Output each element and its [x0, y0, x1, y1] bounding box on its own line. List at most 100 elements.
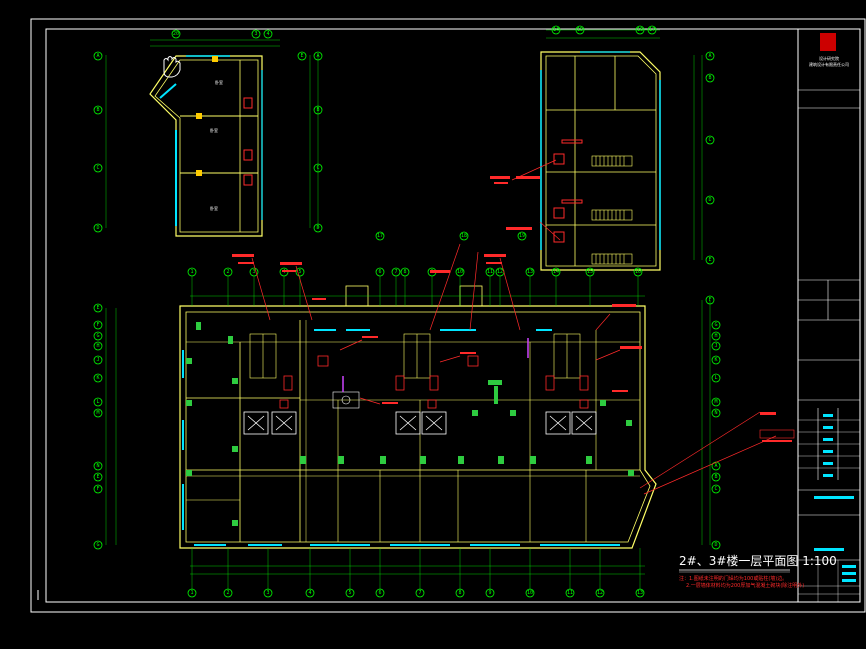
main-floor-plan: [179, 285, 657, 549]
svg-text:13: 13: [527, 269, 533, 275]
svg-text:1: 1: [190, 269, 193, 275]
svg-text:G: G: [714, 322, 717, 328]
drawing-note-1: 注：1.图纸未注明的门垛均为100或贴柱(墙)边。: [679, 575, 787, 582]
svg-text:3: 3: [252, 269, 255, 275]
svg-text:10: 10: [457, 269, 463, 275]
svg-text:H: H: [714, 333, 717, 339]
svg-text:N: N: [96, 463, 99, 469]
svg-text:A: A: [708, 53, 711, 59]
drawing-title: 2#、3#楼一层平面图 1:100: [679, 553, 837, 568]
svg-text:C: C: [708, 137, 711, 143]
svg-text:M: M: [96, 410, 99, 416]
upper-right-wing-plan: [540, 29, 661, 271]
svg-text:6: 6: [378, 269, 381, 275]
svg-text:J: J: [96, 357, 99, 363]
svg-text:B: B: [316, 107, 319, 113]
svg-text:E: E: [300, 53, 303, 59]
axis-bubbles-top: 1 2 3 4 5 6 7 8 9 10 11 12 13 14 15 16 1…: [171, 25, 657, 277]
svg-text:12: 12: [597, 590, 603, 596]
svg-text:20: 20: [173, 31, 179, 37]
title-block: 设计研究院 建筑设计有限责任公司: [797, 28, 861, 603]
svg-text:C: C: [714, 486, 717, 492]
svg-text:7: 7: [418, 590, 421, 596]
svg-text:16: 16: [635, 269, 641, 275]
svg-text:F: F: [708, 297, 711, 303]
svg-text:15: 15: [587, 269, 593, 275]
svg-text:3: 3: [266, 590, 269, 596]
svg-text:A: A: [714, 463, 717, 469]
company-seal-icon: [820, 33, 836, 51]
svg-text:K: K: [96, 375, 99, 381]
svg-text:卧室: 卧室: [210, 205, 218, 211]
svg-text:卧室: 卧室: [210, 127, 218, 133]
svg-text:A: A: [316, 53, 319, 59]
svg-text:8: 8: [458, 590, 461, 596]
drawing-border-inner: [45, 28, 861, 603]
svg-text:17: 17: [377, 233, 383, 239]
svg-text:6: 6: [378, 590, 381, 596]
svg-text:L: L: [96, 399, 99, 405]
svg-text:G: G: [96, 542, 99, 548]
svg-text:D: D: [96, 225, 99, 231]
svg-text:2: 2: [226, 269, 229, 275]
company-name-line1: 设计研究院: [819, 55, 839, 61]
svg-text:G: G: [96, 333, 99, 339]
svg-text:E: E: [708, 257, 711, 263]
svg-text:13: 13: [637, 590, 643, 596]
company-name-line2: 建筑设计有限责任公司: [809, 61, 849, 67]
svg-text:8: 8: [403, 269, 406, 275]
svg-text:9: 9: [488, 590, 491, 596]
svg-text:D: D: [714, 542, 717, 548]
pan-hand-cursor-icon[interactable]: [163, 56, 181, 78]
svg-text:17: 17: [649, 27, 655, 33]
drawing-title-block: 2#、3#楼一层平面图 1:100 注：1.图纸未注明的门垛均为100或贴柱(墙…: [679, 553, 837, 589]
svg-text:B: B: [714, 474, 717, 480]
svg-text:12: 12: [497, 269, 503, 275]
svg-text:C: C: [96, 165, 99, 171]
svg-text:D: D: [316, 225, 319, 231]
svg-text:2: 2: [226, 590, 229, 596]
svg-text:4: 4: [266, 31, 269, 37]
svg-text:1: 1: [190, 590, 193, 596]
svg-text:E: E: [96, 305, 99, 311]
svg-text:M: M: [714, 399, 717, 405]
svg-text:C: C: [316, 165, 319, 171]
svg-text:5: 5: [348, 590, 351, 596]
svg-text:4: 4: [308, 590, 311, 596]
svg-text:N: N: [714, 410, 717, 416]
upper-left-wing-plan: 卧室 卧室 卧室: [149, 39, 280, 237]
drawing-note-2: 2.一层墙体材料均为200厚加气混凝土砌块(除注明外): [686, 582, 804, 589]
svg-text:18: 18: [461, 233, 467, 239]
svg-text:19: 19: [519, 233, 525, 239]
svg-text:K: K: [714, 357, 717, 363]
svg-text:14: 14: [553, 269, 559, 275]
svg-text:14: 14: [553, 27, 559, 33]
axis-bubbles-bottom: 1 2 3 4 5 6 7 8 9 10 11 12 13: [187, 588, 645, 598]
svg-text:L: L: [714, 375, 717, 381]
svg-text:F: F: [96, 486, 99, 492]
annotation-leaders: [251, 159, 777, 495]
svg-text:3: 3: [254, 31, 257, 37]
svg-text:11: 11: [567, 590, 573, 596]
axis-lines: [105, 55, 711, 590]
svg-text:J: J: [714, 343, 717, 349]
svg-text:A: A: [96, 53, 99, 59]
axis-bubbles-right: A B C D E F G H J K L M N A B C D E: [297, 51, 721, 550]
svg-text:E: E: [96, 474, 99, 480]
drawing-border-outer: [30, 18, 866, 613]
svg-text:H: H: [96, 343, 99, 349]
svg-text:卧室: 卧室: [215, 79, 223, 85]
svg-text:B: B: [708, 75, 711, 81]
svg-text:16: 16: [637, 27, 643, 33]
svg-text:7: 7: [394, 269, 397, 275]
svg-text:11: 11: [487, 269, 493, 275]
svg-text:D: D: [708, 197, 711, 203]
axis-bubbles-left: A B C D E F G H J K L M N E F G A B C D: [93, 51, 323, 550]
svg-text:B: B: [96, 107, 99, 113]
annotation-labels: [232, 176, 795, 442]
svg-text:15: 15: [577, 27, 583, 33]
svg-text:F: F: [96, 322, 99, 328]
svg-text:5: 5: [298, 269, 301, 275]
svg-text:10: 10: [527, 590, 533, 596]
